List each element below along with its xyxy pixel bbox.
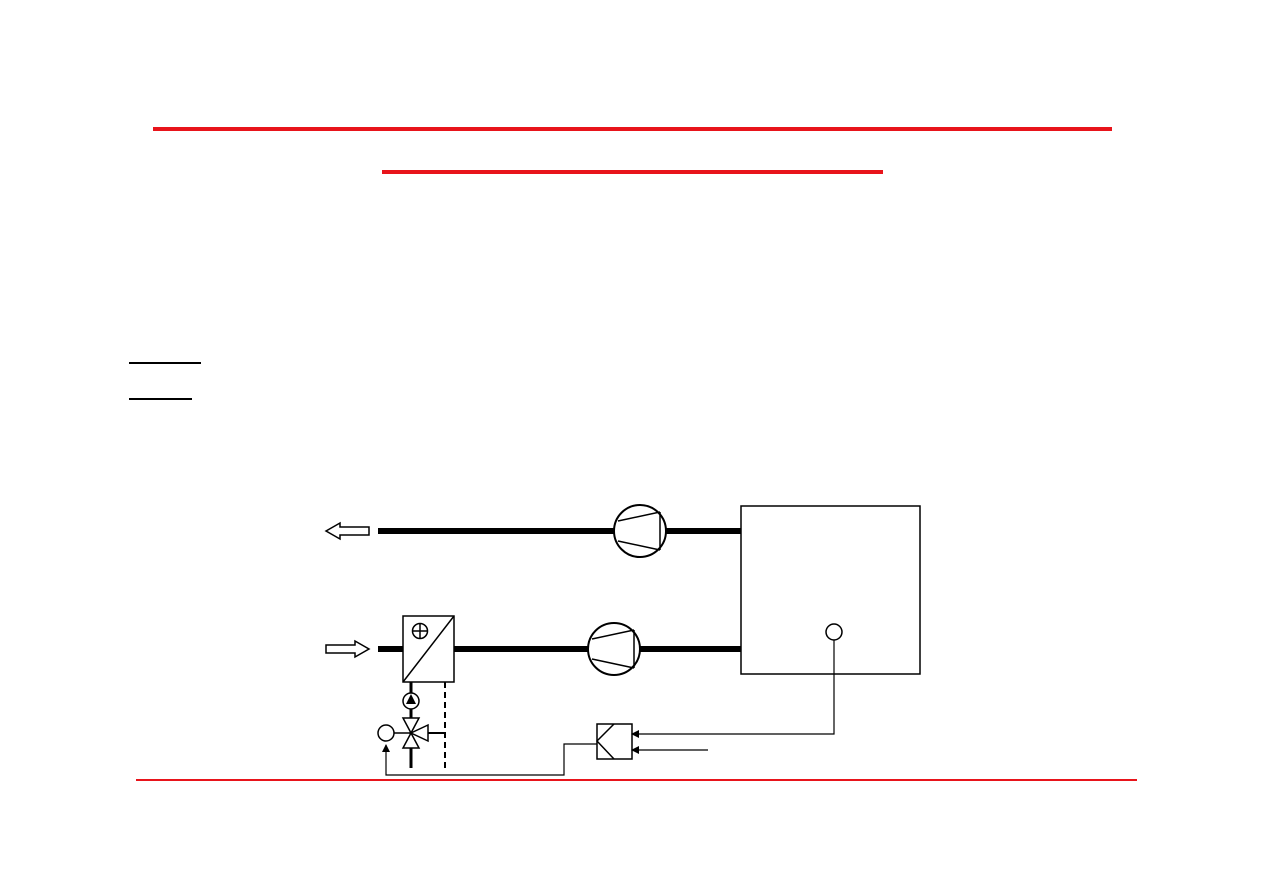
supply-fan-icon [587, 622, 641, 676]
underline-stub-1 [129, 362, 201, 364]
title-rule-bottom [382, 170, 883, 174]
room-box [740, 505, 921, 675]
three-way-valve-icon [394, 717, 429, 749]
title-rule-top [153, 127, 1112, 131]
exhaust-fan-icon [613, 504, 667, 558]
exhaust-arrow-icon [324, 521, 370, 541]
room-sensor-icon [825, 623, 843, 641]
underline-stub-2 [129, 398, 192, 400]
heating-coil-icon [402, 615, 455, 683]
controller-icon [595, 723, 633, 760]
sensor-signal-line [631, 640, 835, 738]
footer-rule [136, 779, 1137, 781]
supply-arrow-icon [325, 639, 371, 659]
valve-actuator-icon [377, 724, 395, 742]
actuator-signal-line [382, 743, 597, 776]
circulation-pump-icon [402, 692, 420, 710]
